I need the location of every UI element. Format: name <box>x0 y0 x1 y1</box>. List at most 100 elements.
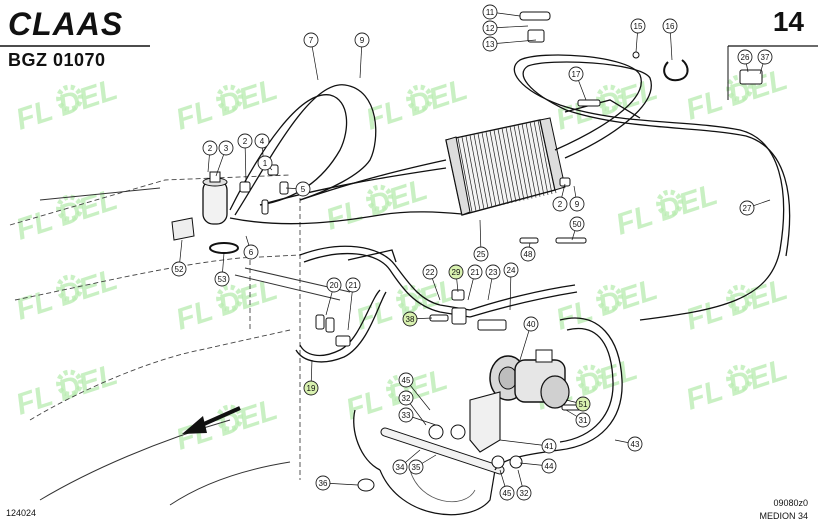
callout-circle <box>243 244 259 260</box>
callout-circle <box>552 196 568 212</box>
watermark-gear-icon <box>216 84 244 112</box>
condenser-fin <box>537 119 553 195</box>
callout-label: 22 <box>426 268 435 277</box>
callout-label: 29 <box>452 268 461 277</box>
callout-label: 23 <box>489 268 498 277</box>
callout-label: 16 <box>666 22 675 31</box>
callout-label: 31 <box>579 416 588 425</box>
callout-circle <box>482 4 498 20</box>
machine-body-lines <box>39 187 351 506</box>
watermark-text: FL DEL <box>352 273 462 337</box>
compressor-bracket <box>469 391 501 453</box>
watermark-gear-icon <box>56 274 84 302</box>
callout-32: 32 <box>516 485 532 501</box>
page-number: 14 <box>772 6 804 37</box>
callout-label: 2 <box>243 137 248 146</box>
callout-circle <box>575 412 591 428</box>
callout-label: 9 <box>575 200 580 209</box>
callout-label: 3 <box>224 144 229 153</box>
callout-34: 34 <box>392 459 408 475</box>
callout-circle <box>237 133 253 149</box>
callout-20: 20 <box>326 277 342 293</box>
callout-19: 19 <box>303 380 319 396</box>
callout-3: 3 <box>218 140 234 156</box>
condenser-fin <box>461 137 477 212</box>
callout-51: 51 <box>575 396 591 412</box>
callout-label: 48 <box>524 250 533 259</box>
watermark-text: FL DEL <box>362 73 472 137</box>
callout-label: 44 <box>545 462 554 471</box>
callout-circle <box>568 66 584 82</box>
watermark-gear-icon <box>366 184 394 212</box>
watermark-text: FL DEL <box>682 353 792 417</box>
callout-label: 24 <box>507 266 516 275</box>
callout-43: 43 <box>627 436 643 452</box>
callout-36: 36 <box>315 475 331 491</box>
callout-4: 4 <box>254 133 270 149</box>
callout-circle <box>254 133 270 149</box>
condenser-fin <box>493 129 509 204</box>
callout-37: 37 <box>757 49 773 65</box>
callout-25: 25 <box>473 246 489 262</box>
callout-label: 40 <box>527 320 536 329</box>
callout-5: 5 <box>295 181 311 197</box>
callout-label: 6 <box>249 248 254 257</box>
watermark-gear-icon <box>726 364 754 392</box>
callout-40: 40 <box>523 316 539 332</box>
condenser-fin <box>517 124 533 199</box>
condenser-fin <box>501 128 517 203</box>
callout-label: 5 <box>301 185 306 194</box>
callout-circle <box>448 264 464 280</box>
callout-circle <box>473 246 489 262</box>
callout-circle <box>575 396 591 412</box>
callout-label: 17 <box>572 70 581 79</box>
watermark-text: FL DEL <box>12 358 122 422</box>
condenser-fin <box>513 125 529 200</box>
callout-label: 27 <box>743 204 752 213</box>
condenser-fin <box>505 127 521 202</box>
direction-arrow <box>182 406 241 434</box>
callout-16: 16 <box>662 18 678 34</box>
footer-model: MEDION 34 <box>759 511 808 521</box>
shaft-34-35 <box>380 427 505 475</box>
condenser-fin <box>533 120 549 195</box>
callout-circle <box>392 459 408 475</box>
condenser-fin <box>525 122 541 197</box>
watermark-text: FL DEL <box>172 73 282 137</box>
callout-label: 32 <box>402 394 411 403</box>
callout-38: 38 <box>402 311 418 327</box>
callout-circle <box>303 380 319 396</box>
callout-label: 25 <box>477 250 486 259</box>
callout-27: 27 <box>739 200 755 216</box>
leader-line-21 <box>347 284 354 331</box>
watermark-text: FL DEL <box>12 183 122 247</box>
callout-21: 21 <box>467 264 483 280</box>
callout-label: 12 <box>486 24 495 33</box>
callout-circle <box>503 262 519 278</box>
callout-circle <box>218 140 234 156</box>
callout-circle <box>482 20 498 36</box>
callout-circle <box>737 49 753 65</box>
callout-label: 36 <box>319 479 328 488</box>
callout-44: 44 <box>541 458 557 474</box>
callout-circle <box>398 390 414 406</box>
callout-label: 43 <box>631 440 640 449</box>
callout-label: 34 <box>396 463 405 472</box>
watermark-gear-icon <box>216 284 244 312</box>
callout-circle <box>354 32 370 48</box>
watermark-gear-icon <box>576 364 604 392</box>
callout-53: 53 <box>214 271 230 287</box>
callout-circle <box>257 155 273 171</box>
callout-circle <box>485 264 501 280</box>
callout-label: 13 <box>486 40 495 49</box>
callout-label: 32 <box>520 489 529 498</box>
footer-left-code: 124024 <box>6 508 37 518</box>
callout-24: 24 <box>503 262 519 278</box>
compressor <box>489 349 570 409</box>
callout-circle <box>408 459 424 475</box>
watermark-gear-icon <box>726 284 754 312</box>
callout-circle <box>295 181 311 197</box>
leader-line-13 <box>489 39 537 45</box>
